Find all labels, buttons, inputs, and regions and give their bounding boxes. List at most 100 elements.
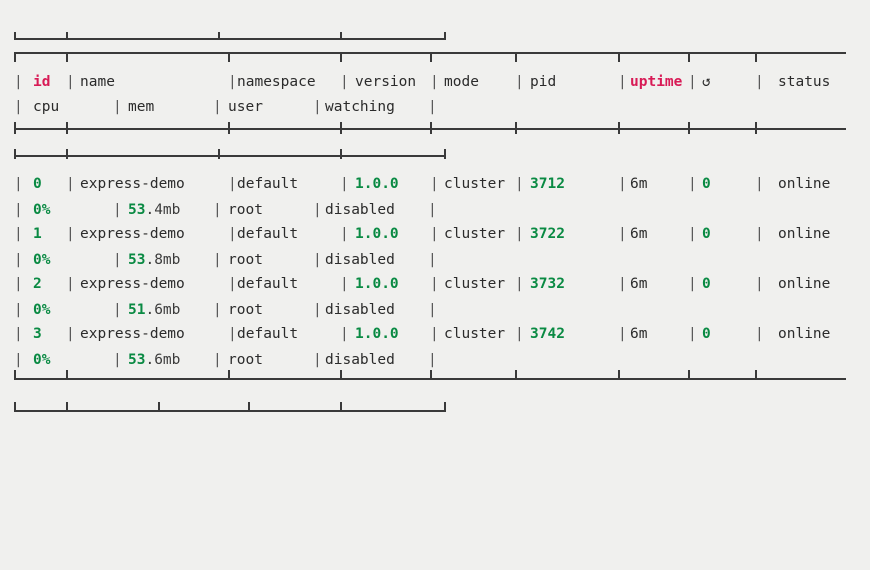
pm2-process-table: | id | name | namespace | version | mode… xyxy=(0,32,870,412)
cell-user: root xyxy=(228,252,263,268)
column-header-uptime[interactable]: uptime xyxy=(630,74,683,90)
cell-mode: cluster xyxy=(444,326,506,342)
cell-uptime: 6m xyxy=(630,276,648,292)
cell-version: 1.0.0 xyxy=(355,276,399,292)
rule-tick xyxy=(515,122,517,134)
cell-watching: disabled xyxy=(325,352,395,368)
column-divider: | xyxy=(313,99,322,115)
column-divider: | xyxy=(428,302,437,318)
cell-namespace: default xyxy=(237,226,299,242)
cell-mem-unit: .6mb xyxy=(145,302,181,318)
cell-restarts: 0 xyxy=(702,226,711,242)
column-divider: | xyxy=(113,202,122,218)
cell-cpu: 0% xyxy=(33,252,51,268)
rule-tick xyxy=(158,402,160,412)
column-header-cpu[interactable]: cpu xyxy=(33,99,60,115)
rule-tick xyxy=(444,149,446,159)
column-divider: | xyxy=(66,226,75,242)
cell-mode: cluster xyxy=(444,226,506,242)
column-header-id[interactable]: id xyxy=(33,74,51,90)
table-bottom-rule-lower xyxy=(14,410,446,412)
column-divider: | xyxy=(755,326,764,342)
column-divider: | xyxy=(430,326,439,342)
rule-tick xyxy=(228,52,230,62)
rule-tick xyxy=(618,52,620,62)
column-divider: | xyxy=(14,352,23,368)
cell-mem-value: 53 xyxy=(128,202,146,218)
rule-tick xyxy=(618,370,620,380)
cell-mem-unit: .4mb xyxy=(145,202,181,218)
cell-mem: 53.6mb xyxy=(128,348,180,373)
column-divider: | xyxy=(618,276,627,292)
cell-mem: 53.4mb xyxy=(128,198,180,223)
column-header-watching[interactable]: watching xyxy=(325,99,395,115)
column-header-pid[interactable]: pid xyxy=(530,74,557,90)
column-divider: | xyxy=(688,326,697,342)
column-header-user[interactable]: user xyxy=(228,99,263,115)
column-header-mode[interactable]: mode xyxy=(444,74,479,90)
column-divider: | xyxy=(515,326,524,342)
column-divider: | xyxy=(515,226,524,242)
rule-tick xyxy=(66,52,68,62)
cell-mode: cluster xyxy=(444,176,506,192)
column-divider: | xyxy=(618,326,627,342)
rule-tick xyxy=(66,32,68,40)
column-divider: | xyxy=(113,252,122,268)
cell-id: 1 xyxy=(33,226,42,242)
column-divider: | xyxy=(428,202,437,218)
cell-mem-value: 51 xyxy=(128,302,146,318)
cell-mode: cluster xyxy=(444,276,506,292)
column-divider: | xyxy=(113,302,122,318)
column-divider: | xyxy=(14,252,23,268)
rule-tick xyxy=(14,122,16,134)
rule-tick xyxy=(430,370,432,380)
rule-tick xyxy=(14,32,16,40)
rule-tick xyxy=(688,52,690,62)
column-divider: | xyxy=(66,326,75,342)
cell-user: root xyxy=(228,352,263,368)
rule-tick xyxy=(430,122,432,134)
cell-mem-unit: .6mb xyxy=(145,352,181,368)
rule-tick xyxy=(14,402,16,412)
rule-tick xyxy=(444,402,446,412)
cell-uptime: 6m xyxy=(630,226,648,242)
cell-version: 1.0.0 xyxy=(355,176,399,192)
column-divider: | xyxy=(66,276,75,292)
column-divider: | xyxy=(113,99,122,115)
cell-restarts: 0 xyxy=(702,276,711,292)
cell-version: 1.0.0 xyxy=(355,326,399,342)
column-divider: | xyxy=(688,74,697,90)
column-header-status[interactable]: status xyxy=(778,74,831,90)
column-divider: | xyxy=(213,99,222,115)
column-divider: | xyxy=(66,176,75,192)
rule-tick xyxy=(228,122,230,134)
column-header-mem[interactable]: mem xyxy=(128,99,155,115)
rule-tick xyxy=(755,122,757,134)
table-header-row-primary: | id | name | namespace | version | mode… xyxy=(0,70,870,95)
column-header-name[interactable]: name xyxy=(80,74,115,90)
cell-cpu: 0% xyxy=(33,202,51,218)
restart-icon[interactable]: ↺ xyxy=(702,74,711,90)
rule-tick xyxy=(340,32,342,40)
column-header-version[interactable]: version xyxy=(355,74,417,90)
column-divider: | xyxy=(340,176,349,192)
cell-namespace: default xyxy=(237,326,299,342)
column-divider: | xyxy=(515,74,524,90)
column-divider: | xyxy=(228,276,237,292)
table-top-rule-upper xyxy=(14,38,446,40)
column-divider: | xyxy=(428,252,437,268)
column-header-namespace[interactable]: namespace xyxy=(237,74,316,90)
rule-tick xyxy=(755,52,757,62)
column-divider: | xyxy=(228,74,237,90)
cell-watching: disabled xyxy=(325,252,395,268)
cell-version: 1.0.0 xyxy=(355,226,399,242)
cell-name: express-demo xyxy=(80,176,185,192)
